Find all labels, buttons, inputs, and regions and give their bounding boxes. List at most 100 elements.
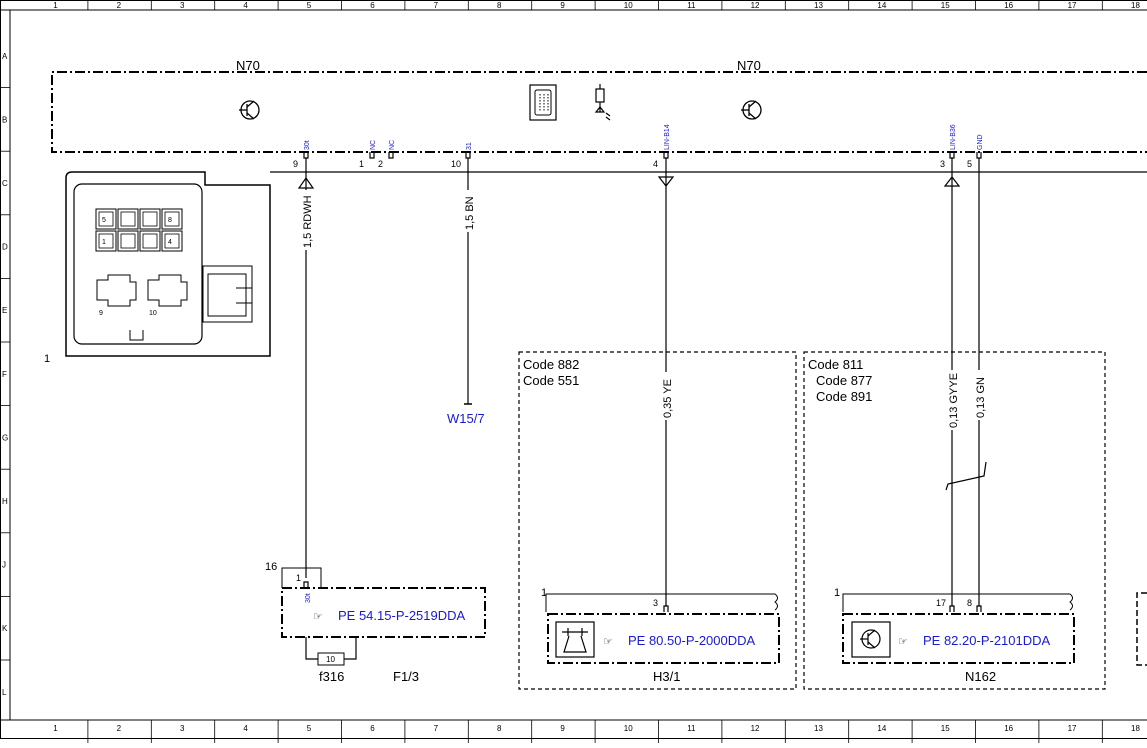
component-name: N162 [965,669,996,684]
row-label: K [2,624,8,633]
column-label: 15 [941,724,950,733]
column-label: 6 [370,724,375,733]
wire-label: 1,5 RDWH [302,195,314,248]
column-label: 8 [497,1,502,10]
cell-label: 1 [102,239,106,246]
light-sensor-icon [596,84,610,120]
pin-name: 30t [304,140,311,150]
cell-label: 5 [102,217,106,224]
column-label: 16 [1004,724,1013,733]
wire-label: 0,13 GN [975,377,987,418]
horn-reference-link[interactable]: PE 80.50-P-2000DDA [628,633,756,648]
row-label: F [2,370,7,379]
row-label: G [2,433,8,442]
column-label: 3 [180,724,185,733]
wires [299,158,986,606]
fuse-number: 10 [326,655,335,664]
connector-cell-inner [143,234,157,248]
row-label: J [2,561,6,570]
pin-name: LIN-B36 [950,124,957,150]
connector-ref: 1 [834,587,840,599]
column-label: 18 [1131,1,1140,10]
document-link-icon: ☞ [313,611,323,623]
control-unit-icon [530,85,556,120]
column-label: 16 [1004,1,1013,10]
cell-label: 4 [168,239,172,246]
component-name: H3/1 [653,669,680,684]
fuse-block: 16 1 30t ☞ PE 54.15-P-2519DDA 10 f316 F1… [265,561,485,684]
pin-number: 4 [653,159,658,169]
fuse-block-reference-link[interactable]: PE 54.15-P-2519DDA [338,608,466,623]
column-label: 9 [560,724,565,733]
code-label: Code 891 [816,389,872,404]
transistor-icon [852,622,890,657]
offpage-component [1137,593,1147,665]
column-label: 12 [751,1,760,10]
pin-number: 2 [378,159,383,169]
module-name-right: N70 [737,58,761,73]
column-label: 17 [1068,724,1077,733]
pin-number: 1 [359,159,364,169]
wire-label: 0,13 GYYE [948,373,960,428]
fuse-connector-ref: 16 [265,561,277,573]
row-label: E [2,306,7,315]
fuse-name: f316 [319,669,344,684]
code-label: Code 877 [816,373,872,388]
connector-cell-grid: 5 8 1 4 [96,209,182,251]
pin-number: 10 [451,159,461,169]
column-label: 8 [497,724,502,733]
column-label: 7 [434,724,439,733]
column-label: 13 [814,1,823,10]
transistor-icon [239,101,259,119]
code-label: Code 551 [523,373,579,388]
column-label: 14 [877,724,886,733]
pin-name: 31 [466,142,473,150]
column-label: 10 [624,1,633,10]
pin-name: NC [370,140,377,150]
transistor-icon [741,101,761,119]
column-label: 11 [687,724,696,733]
column-label: 14 [877,1,886,10]
sensor-reference-link[interactable]: PE 82.20-P-2101DDA [923,633,1051,648]
cell-label: 8 [168,217,172,224]
cell-label: 10 [149,310,157,317]
row-label: C [2,179,8,188]
horn-icon [556,622,594,657]
column-label: 7 [434,1,439,10]
pin-number: 3 [653,598,658,608]
row-label: H [2,497,8,506]
document-link-icon: ☞ [898,636,908,648]
row-label: D [2,243,8,252]
column-label: 4 [243,1,248,10]
horn-component: Code 882 Code 551 1 3 ☞ PE 80.50-P-2000D… [519,352,796,689]
column-label: 12 [751,724,760,733]
document-link-icon: ☞ [603,636,613,648]
column-label: 13 [814,724,823,733]
connector-cell-inner [121,212,135,226]
fuse-block-name: F1/3 [393,669,419,684]
connector-ref: 1 [44,353,50,365]
column-label: 18 [1131,724,1140,733]
pin-number: 3 [940,159,945,169]
code-label: Code 811 [808,357,863,372]
pin-number: 1 [296,573,301,583]
column-label: 1 [53,1,58,10]
column-label: 11 [687,1,696,10]
wire-label: 0,35 YE [662,379,674,418]
pin-number: 8 [967,598,972,608]
row-label: L [2,688,7,697]
column-label: 6 [370,1,375,10]
pin-number: 5 [967,159,972,169]
pin-name: GND [977,134,984,150]
pin-number: 17 [936,598,946,608]
pin-number: 9 [293,159,298,169]
column-label: 1 [53,724,58,733]
column-label: 5 [307,1,312,10]
column-label: 5 [307,724,312,733]
pin-name: NC [389,140,396,150]
module-name-left: N70 [236,58,260,73]
row-label: A [2,52,8,61]
